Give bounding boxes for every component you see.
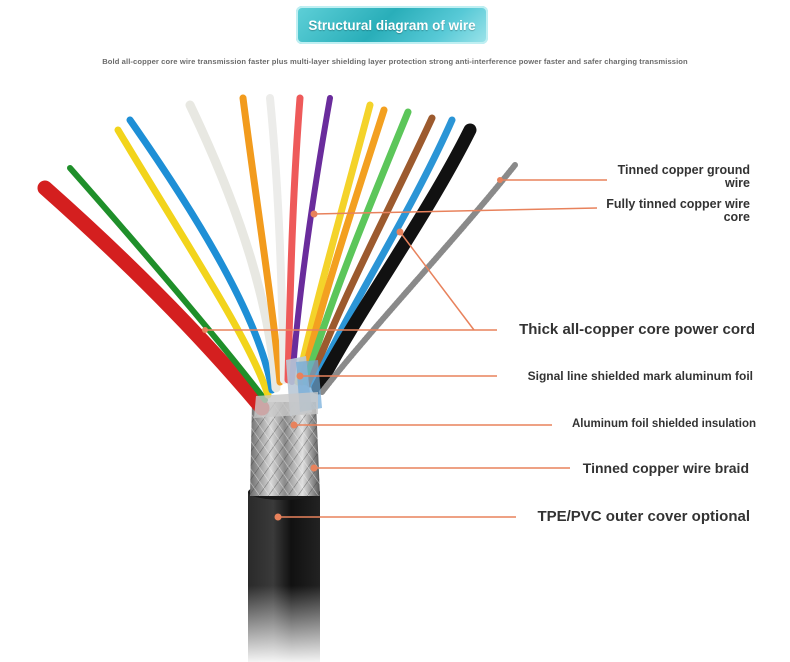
black-wire — [311, 123, 477, 395]
label-braid: Tinned copper wire braid — [582, 460, 749, 476]
green-wire-left — [67, 165, 268, 403]
brown-wire — [306, 114, 436, 388]
aluminum-foil — [254, 356, 322, 418]
leader-core — [313, 207, 598, 215]
label-signal-foil: Signal line shielded mark aluminum foil — [527, 369, 753, 383]
label-outer-cover: TPE/PVC outer cover optional — [537, 508, 750, 525]
red-wire — [37, 180, 270, 416]
white-wire-left — [185, 100, 281, 393]
title-badge: Structural diagram of wire — [296, 6, 488, 44]
pink-wire — [284, 94, 304, 384]
label-power-cord: Thick all-copper core power cord — [519, 321, 755, 338]
green-wire-right — [302, 108, 412, 386]
orange-wire-right — [298, 106, 388, 386]
label-tinned-ground: Tinned copper ground wire — [617, 163, 750, 190]
subtitle: Bold all-copper core wire transmission f… — [102, 57, 688, 66]
outer-jacket — [248, 484, 320, 662]
label-fully-tinned-core: Fully tinned copper wire core — [606, 197, 750, 224]
label-foil-insulation: Aluminum foil shielded insulation — [571, 418, 756, 430]
yellow-wire-left — [114, 126, 272, 399]
light-blue-wire — [310, 116, 456, 390]
orange-wire-left — [239, 94, 284, 386]
purple-wire — [289, 95, 333, 385]
leader-lines — [205, 179, 607, 518]
yellow-wire-right — [294, 101, 374, 386]
leader-power-diag — [399, 231, 475, 331]
blue-wire-left — [126, 116, 276, 394]
white-wire-mid — [266, 94, 288, 384]
page-title: Structural diagram of wire — [308, 17, 476, 33]
leader-dots — [202, 177, 503, 521]
ground-wire — [319, 162, 518, 395]
insulated-wires — [37, 94, 518, 416]
